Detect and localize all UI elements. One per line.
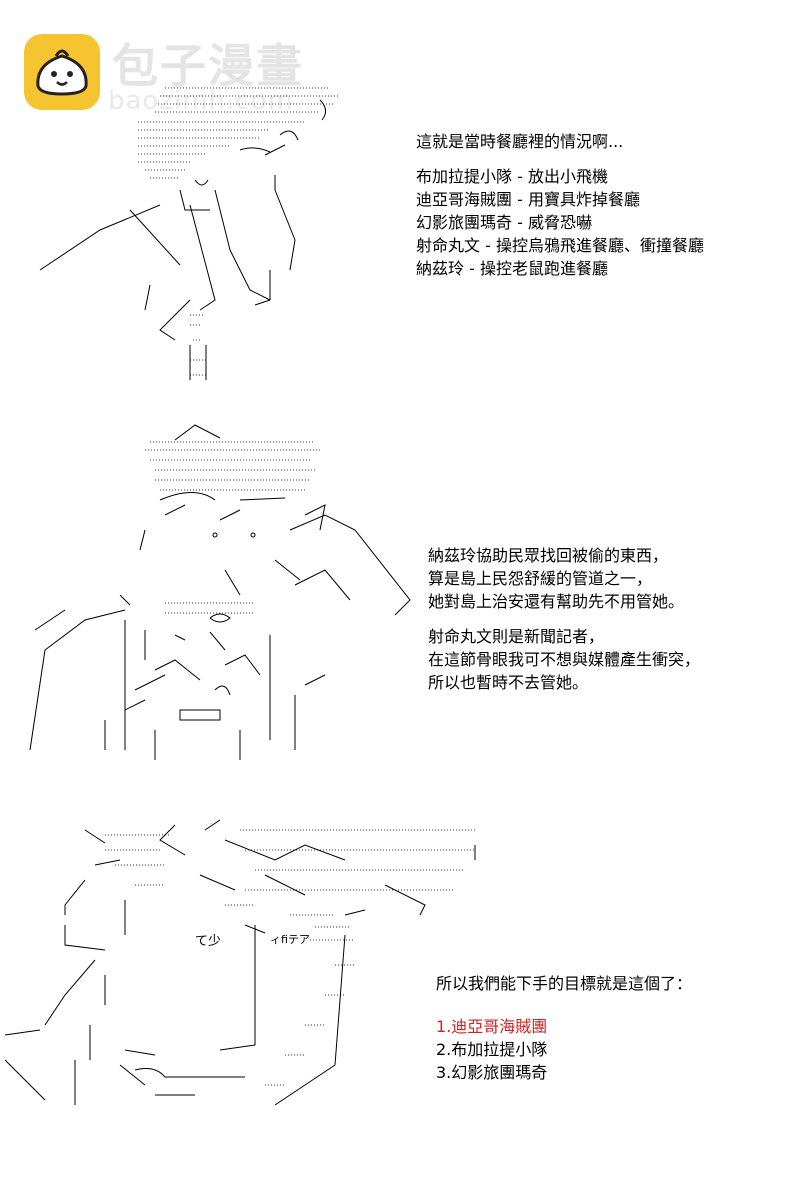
panel3-heading: 所以我們能下手的目標就是這個了： [436,974,693,993]
panel2-text: 納茲玲協助民眾找回被偷的東西， 算是島上民怨舒緩的管道之一， 她對島上治安還有幫… [428,544,700,694]
list-item: 布加拉提小隊 - 放出小飛機 [416,167,608,186]
paragraph-line: 在這節骨眼我可不想與媒體產生衝突， [428,650,701,669]
list-item: 射命丸文 - 操控烏鴉飛進餐廳、衝撞餐廳 [416,236,704,255]
target-item: 3.幻影旅團瑪奇 [436,1063,548,1082]
panel3-text: 所以我們能下手的目標就是這個了： 1.迪亞哥海賊團 2.布加拉提小隊 3.幻影旅… [436,972,692,1084]
paragraph-line: 納茲玲協助民眾找回被偷的東西， [428,546,669,565]
panel3-gun-text: ィfiテア [270,933,310,946]
target-item: 2.布加拉提小隊 [436,1040,548,1059]
panel3-ascii-figure: て少 ィfiテア [4,815,490,1119]
paragraph-line: 算是島上民怨舒緩的管道之一， [428,569,653,588]
panel2-ascii-figure [25,420,415,769]
paragraph-line: 所以也暫時不去管她。 [428,673,589,692]
watermark-title: 包子漫畫 [112,39,304,93]
panel1-ascii-figure [30,40,360,394]
panel3-mouth-text: て少 [195,934,221,949]
list-item: 迪亞哥海賊團 - 用寶具炸掉餐廳 [416,190,640,209]
watermark-url: baozimh.com [108,86,294,116]
bun-mascot-icon [24,34,100,110]
panel1-text: 這就是當時餐廳裡的情況啊... 布加拉提小隊 - 放出小飛機 迪亞哥海賊團 - … [416,130,704,280]
list-item: 幻影旅團瑪奇 - 威脅恐嚇 [416,213,592,232]
list-item: 納茲玲 - 操控老鼠跑進餐廳 [416,259,608,278]
target-item-highlighted: 1.迪亞哥海賊團 [436,1017,548,1036]
paragraph-line: 她對島上治安還有幫助先不用管她。 [428,592,685,611]
panel1-heading: 這就是當時餐廳裡的情況啊... [416,132,624,151]
paragraph-line: 射命丸文則是新聞記者， [428,627,605,646]
